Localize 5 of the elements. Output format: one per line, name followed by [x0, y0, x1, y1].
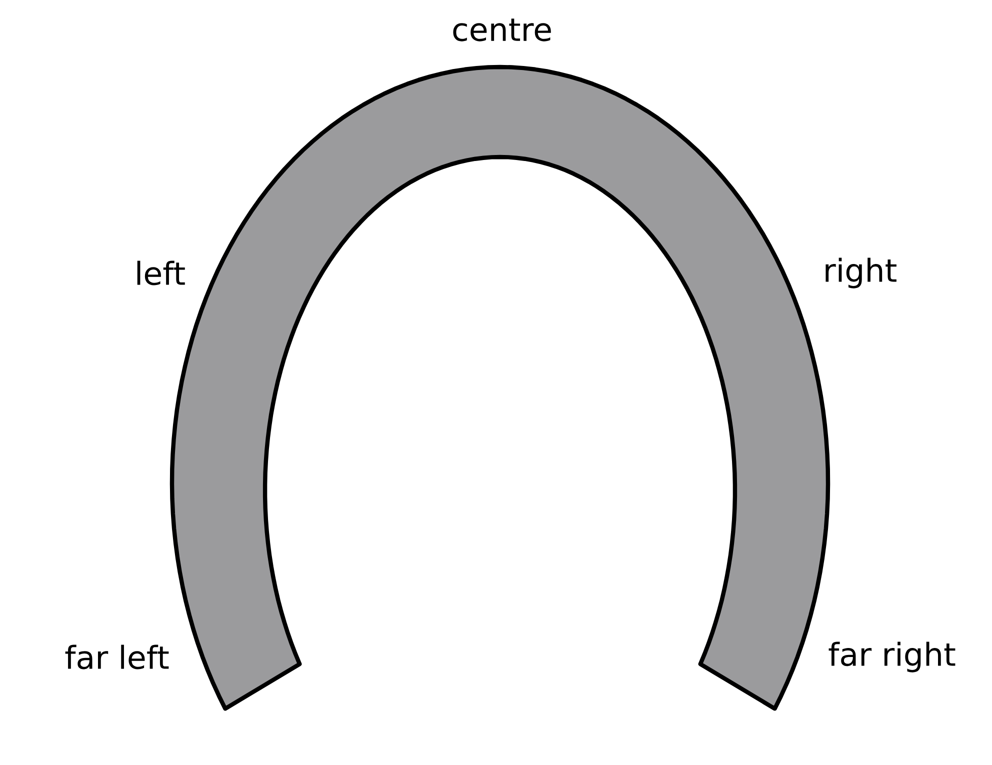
position-label: far left	[65, 644, 169, 670]
position-label: right	[826, 258, 896, 288]
position-label: left	[137, 260, 185, 286]
position-label: centre	[453, 18, 551, 42]
position-label: far right	[828, 642, 956, 672]
